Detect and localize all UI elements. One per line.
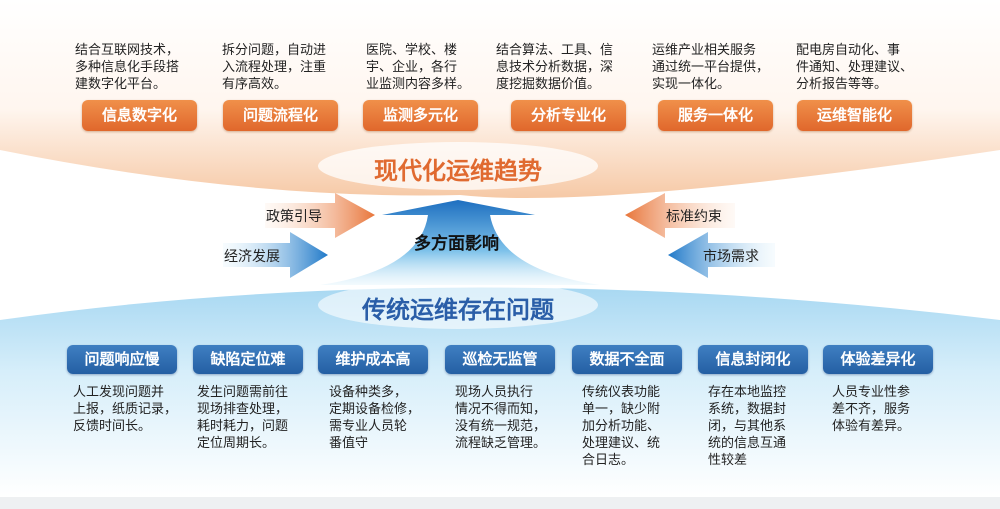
trend-badge-analysis: 分析专业化 — [511, 100, 626, 131]
problem-desc: 人工发现问题并 上报，纸质记录， 反馈时间长。 — [73, 385, 178, 434]
top-title-glow — [318, 142, 598, 190]
trend-desc: 配电房自动化、事 件通知、处理建议、 分析报告等等。 — [796, 43, 914, 92]
problem-desc: 设备种类多， 定期设备检修， 需专业人员轮 番值守 — [329, 385, 421, 451]
problem-desc: 传统仪表功能 单一，缺少附 加分析功能、 处理建议、统 合日志。 — [582, 385, 661, 468]
problem-badge-data: 数据不全面 — [572, 345, 682, 374]
trend-desc: 拆分问题，自动进 入流程处理，注重 有序高效。 — [222, 43, 327, 92]
trend-badge-service: 服务一体化 — [658, 100, 773, 131]
trend-desc: 结合互联网技术， 多种信息化手段搭 建数字化平台。 — [75, 43, 180, 92]
bottom-title: 传统运维存在问题 — [362, 296, 554, 324]
arrow-left-orange — [625, 193, 735, 238]
bottom-title-glow — [318, 281, 598, 329]
problem-badge-response: 问题响应慢 — [67, 345, 177, 374]
problem-desc: 现场人员执行 情况不得而知， 没有统一规范， 流程缺乏管理。 — [455, 385, 547, 451]
arrow-right-orange — [265, 193, 375, 238]
top-title: 现代化运维趋势 — [374, 157, 542, 185]
problem-badge-cost: 维护成本高 — [318, 345, 428, 374]
problem-badge-closed: 信息封闭化 — [698, 345, 808, 374]
trend-desc: 运维产业相关服务 通过统一平台提供， 实现一体化。 — [652, 43, 770, 92]
trend-badge-process: 问题流程化 — [223, 100, 338, 131]
problem-badge-locate: 缺陷定位难 — [193, 345, 303, 374]
problem-desc: 发生问题需前往 现场排查处理， 耗时耗力，问题 定位周期长。 — [197, 385, 289, 451]
center-label: 多方面影响 — [414, 234, 499, 254]
problem-badge-experience: 体验差异化 — [823, 345, 933, 374]
bottom-arc — [0, 287, 1000, 497]
problem-desc: 人员专业性参 差不齐，服务 体验有差异。 — [832, 385, 911, 434]
footer-strip — [0, 497, 1000, 509]
factor-economy: 经济发展 — [224, 249, 280, 265]
center-up-arrow — [320, 200, 600, 285]
problem-desc: 存在本地监控 系统，数据封 闭，与其他系 统的信息互通 性较差 — [708, 385, 787, 468]
factor-market: 市场需求 — [703, 249, 759, 265]
arrow-left-blue — [668, 232, 775, 278]
trend-desc: 结合算法、工具、信 息技术分析数据，深 度挖掘数据价值。 — [496, 43, 614, 92]
problem-badge-inspection: 巡检无监管 — [445, 345, 555, 374]
trend-badge-monitoring: 监测多元化 — [363, 100, 478, 131]
factor-standard: 标准约束 — [666, 209, 722, 225]
arrow-right-blue — [223, 232, 328, 278]
trend-badge-intelligence: 运维智能化 — [797, 100, 912, 131]
factor-policy: 政策引导 — [266, 209, 322, 225]
trend-desc: 医院、学校、楼 宇、企业，各行 业监测内容多样。 — [366, 43, 471, 92]
trend-badge-digitization: 信息数字化 — [82, 100, 197, 131]
top-arc — [0, 0, 1000, 198]
